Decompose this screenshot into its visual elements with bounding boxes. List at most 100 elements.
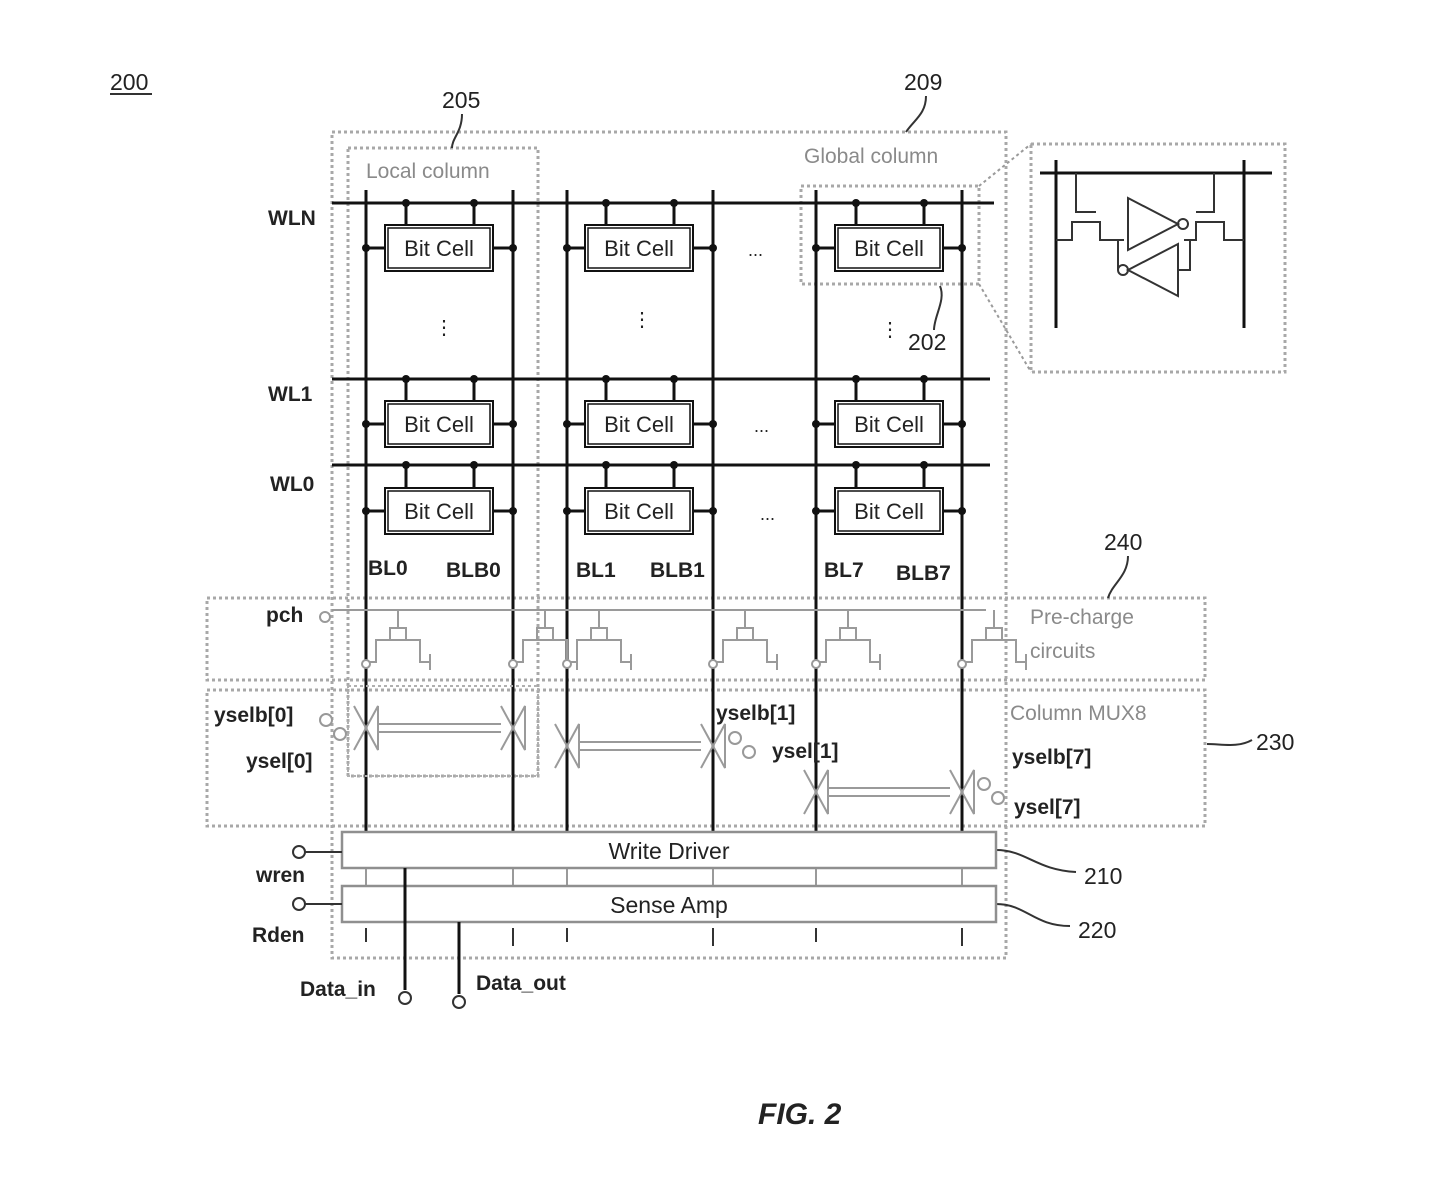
detail-access-left <box>1056 221 1124 241</box>
signal-ysel1: ysel[1] <box>772 740 839 763</box>
cell-bl-dot-1-0 <box>362 420 370 428</box>
wren-terminal <box>292 845 306 859</box>
bit-cell-1-0 <box>387 403 491 445</box>
precharge-gate-2-1 <box>985 627 1003 640</box>
ref-sense-amp: 220 <box>1078 917 1116 943</box>
cell-wl-dot-a-0-1 <box>602 199 610 207</box>
precharge-node-2-1 <box>957 659 967 669</box>
bit-cell-label-1-2: Bit Cell <box>854 412 924 437</box>
detail-inverter-top <box>1127 196 1181 252</box>
mux-bubble-a-2 <box>977 777 991 791</box>
ref-global-column: 209 <box>904 69 942 95</box>
signal-data-in: Data_in <box>300 978 376 1001</box>
bit-cell-2-0 <box>387 490 491 532</box>
cell-wl-dot-b-1-1 <box>670 375 678 383</box>
precharge-node-1-1 <box>708 659 718 669</box>
ellipsis-col-1: ⋮ <box>632 309 652 331</box>
mux-tgate-0-1 <box>500 705 526 751</box>
bit-cell-0-2 <box>837 227 941 269</box>
mux-bubble-a-0 <box>319 713 333 727</box>
wordline-label-wl1: WL1 <box>268 383 313 406</box>
bit-cell-1-2 <box>837 403 941 445</box>
zoom-line-top <box>978 143 1032 187</box>
figure-caption: FIG. 2 <box>758 1098 842 1131</box>
bit-cell-label-2-0: Bit Cell <box>404 499 474 524</box>
detail-inverter-top-bubble <box>1177 218 1189 230</box>
ref-bit-cell: 202 <box>908 329 946 355</box>
cell-bl-dot-1-2 <box>812 420 820 428</box>
cell-blb-dot-2-2 <box>958 507 966 515</box>
detail-gate-right <box>1196 173 1215 213</box>
cell-blb-dot-0-0 <box>509 244 517 252</box>
cell-blb-dot-2-0 <box>509 507 517 515</box>
ref-local-column: 205 <box>442 87 480 113</box>
precharge-fet-0-0 <box>366 639 430 663</box>
cell-bl-dot-2-2 <box>812 507 820 515</box>
mux-tgate-1-1 <box>700 723 726 769</box>
cell-blb-dot-0-1 <box>709 244 717 252</box>
ref-write-driver: 210 <box>1084 863 1122 889</box>
cell-wl-dot-a-1-1 <box>602 375 610 383</box>
ellipsis-row-wl1: ... <box>754 416 769 436</box>
write-driver-block <box>340 830 998 870</box>
detail-inverter-bottom <box>1125 242 1179 298</box>
ref-precharge: 240 <box>1104 529 1142 555</box>
zoom-line-bottom <box>978 283 1032 373</box>
cell-wl-dot-a-2-0 <box>402 461 410 469</box>
local-column-mux-box <box>347 685 539 777</box>
bit-cell-label-1-1: Bit Cell <box>604 412 674 437</box>
cell-blb-dot-1-1 <box>709 420 717 428</box>
cell-blb-dot-0-2 <box>958 244 966 252</box>
precharge-gate-1-1 <box>736 627 754 640</box>
precharge-gate-2-0 <box>839 627 857 640</box>
figure-ref: 200 <box>110 69 148 95</box>
mux-bubble-b-0 <box>333 727 347 741</box>
precharge-box <box>205 596 1207 682</box>
bit-cell-0-0 <box>387 227 491 269</box>
precharge-label-1: Pre-charge <box>1030 606 1134 629</box>
cell-wl-dot-b-1-0 <box>470 375 478 383</box>
cell-blb-dot-1-2 <box>958 420 966 428</box>
precharge-node-0-1 <box>508 659 518 669</box>
precharge-gate-1-0 <box>590 627 608 640</box>
leader-column-mux <box>1206 739 1253 746</box>
column-mux-box <box>205 688 1207 828</box>
bitline-label-bl0: BL0 <box>368 557 408 580</box>
bit-cell-2-2 <box>837 490 941 532</box>
ellipsis-col-0: ⋮ <box>434 317 454 339</box>
leader-global-column <box>905 95 927 133</box>
precharge-fet-2-1 <box>962 639 1026 663</box>
global-column-box <box>330 130 1008 960</box>
bit-cell-label-0-0: Bit Cell <box>404 236 474 261</box>
sense-amp-block <box>340 884 998 924</box>
cell-wl-dot-a-2-2 <box>852 461 860 469</box>
detail-node-left <box>1117 239 1124 270</box>
ellipsis-col-7: ⋮ <box>880 319 900 341</box>
ellipsis-row-wl0: ... <box>760 504 775 524</box>
cell-wl-dot-a-1-2 <box>852 375 860 383</box>
bitline-label-blb0: BLB0 <box>446 559 501 582</box>
cell-wl-dot-a-0-2 <box>852 199 860 207</box>
precharge-node-0-0 <box>361 659 371 669</box>
bit-cell-label-2-1: Bit Cell <box>604 499 674 524</box>
pch-terminal <box>319 611 331 623</box>
mux-tgate-0-0 <box>353 705 379 751</box>
cell-bl-dot-0-0 <box>362 244 370 252</box>
cell-wl-dot-b-1-2 <box>920 375 928 383</box>
bitline-label-bl1: BL1 <box>576 559 616 582</box>
column-mux-label: Column MUX8 <box>1010 702 1147 725</box>
wordline-label-wl0: WL0 <box>270 473 314 496</box>
bit-cell-label-0-2: Bit Cell <box>854 236 924 261</box>
cell-bl-dot-1-1 <box>563 420 571 428</box>
mux-bubble-b-1 <box>742 745 756 759</box>
local-column-label: Local column <box>366 160 490 183</box>
bit-cell-label-2-2: Bit Cell <box>854 499 924 524</box>
data-out-terminal <box>452 995 466 1009</box>
precharge-node-1-0 <box>562 659 572 669</box>
mux-tgate-1-0 <box>554 723 580 769</box>
wordline-label-wln: WLN <box>268 207 316 230</box>
bitline-label-bl7: BL7 <box>824 559 864 582</box>
cell-wl-dot-b-2-1 <box>670 461 678 469</box>
signal-yselb0: yselb[0] <box>214 704 293 727</box>
